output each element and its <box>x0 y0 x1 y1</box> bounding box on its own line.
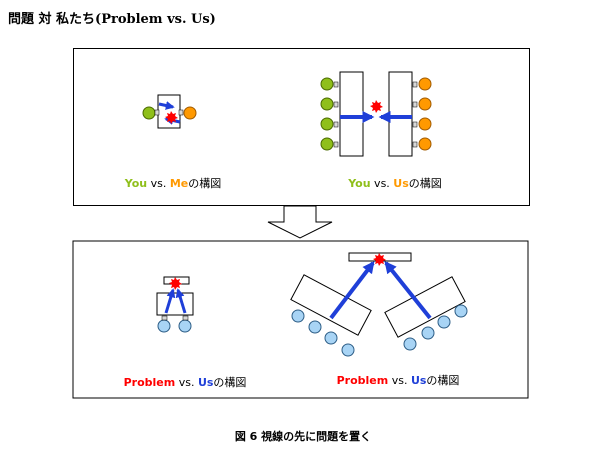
label-us: Us <box>197 376 214 389</box>
figure-caption: 図 6 視線の先に問題を置く <box>234 430 372 443</box>
table-angled-right <box>384 276 466 338</box>
top-panel <box>73 48 530 206</box>
label-me: Me <box>169 177 189 190</box>
label-vs: vs. <box>388 374 411 387</box>
label-problem-vs-us-right: Problem vs. Usの構図 <box>318 372 478 388</box>
problem-spark-small <box>169 277 182 290</box>
label-problem: Problem <box>123 376 176 389</box>
table-angled-left <box>290 274 372 336</box>
label-us: Us <box>410 374 427 387</box>
label-you: You <box>348 177 371 190</box>
label-problem: Problem <box>336 374 389 387</box>
conflict-spark-small <box>165 111 178 124</box>
problem-vs-us-small <box>156 276 194 333</box>
blue-group-left <box>291 309 355 357</box>
problem-vs-us-large <box>290 252 468 357</box>
label-problem-vs-us-left: Problem vs. Usの構図 <box>105 374 265 390</box>
orange-group <box>412 77 432 151</box>
transition-arrow <box>267 205 333 239</box>
green-group <box>320 77 339 151</box>
label-you: You <box>124 177 148 190</box>
label-you-vs-us: You vs. Usの構図 <box>330 175 460 191</box>
arrow-up-right <box>175 288 187 314</box>
person-green <box>142 106 156 120</box>
you-vs-us-diagram <box>320 71 432 157</box>
label-suffix: の構図 <box>426 374 460 387</box>
label-vs: vs. <box>370 177 394 190</box>
label-us: Us <box>393 177 409 190</box>
arrow-left-group-up <box>329 261 375 320</box>
label-vs: vs. <box>175 376 198 389</box>
label-vs: vs. <box>147 177 170 190</box>
person-orange <box>183 106 197 120</box>
problem-spark-large <box>373 253 386 266</box>
arrow-green-to-orange <box>158 101 175 110</box>
arrow-up-left <box>164 288 176 314</box>
conflict-spark-large <box>370 100 383 113</box>
label-suffix: の構図 <box>408 177 442 190</box>
label-you-vs-me: You vs. Meの構図 <box>108 175 238 191</box>
table-left <box>339 71 364 157</box>
label-suffix: の構図 <box>213 376 247 389</box>
arrow-right-group-up <box>384 261 432 320</box>
table-small-bottom <box>156 292 194 316</box>
label-suffix: の構図 <box>188 177 222 190</box>
you-vs-me-diagram <box>142 94 197 129</box>
table-right <box>388 71 413 157</box>
page-title: 問題 対 私たち(Problem vs. Us) <box>8 12 216 27</box>
table-small <box>157 94 181 129</box>
blue-group-right <box>403 304 468 351</box>
bottom-panel <box>72 240 529 399</box>
